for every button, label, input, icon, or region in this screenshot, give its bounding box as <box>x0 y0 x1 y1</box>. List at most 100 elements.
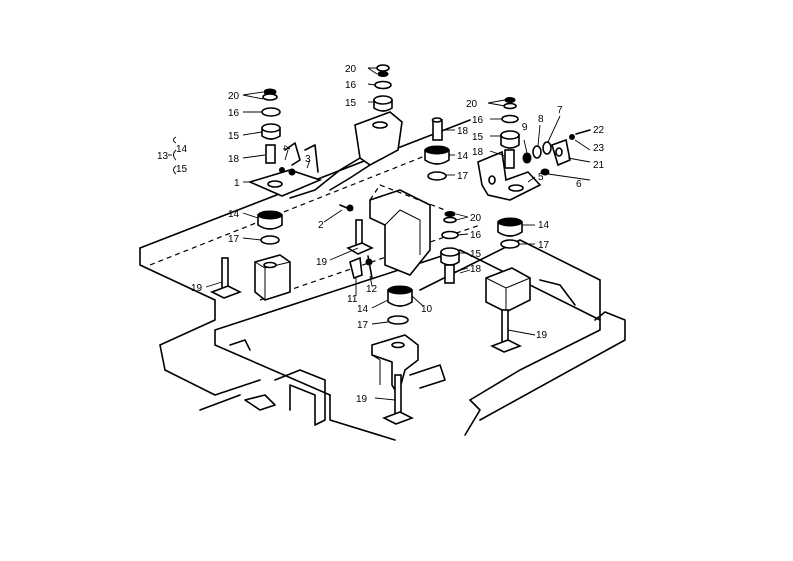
callout-15-center: 15 <box>470 249 482 260</box>
pin-3 <box>304 144 319 173</box>
screw-22 <box>575 129 591 135</box>
mower-deck-frame <box>139 119 626 441</box>
deck-top-edge <box>214 249 601 331</box>
callout-20-center: 20 <box>470 213 482 224</box>
callout-23: 23 <box>593 143 605 154</box>
washer-16-upper <box>374 80 392 90</box>
spacer-18-right <box>504 149 515 169</box>
callout-12: 12 <box>366 284 378 295</box>
callout-18-center: 18 <box>470 264 482 275</box>
mount-block-left <box>254 254 291 301</box>
washer-20-upper <box>376 64 390 72</box>
frame-stub <box>199 394 241 411</box>
callout-21: 21 <box>593 160 605 171</box>
washer-20-right <box>504 97 516 103</box>
upper-bracket-arm <box>289 157 361 199</box>
lower-bracket <box>274 369 326 426</box>
callout-20-upper: 20 <box>345 64 357 75</box>
callout-19-bottom: 19 <box>356 394 368 405</box>
callout-4: 4 <box>280 145 291 151</box>
nut-9 <box>522 152 532 164</box>
callout-3: 3 <box>305 154 311 165</box>
callout-17-left: 17 <box>228 234 240 245</box>
washer-17-center <box>387 315 409 325</box>
washer-17-left <box>260 235 280 245</box>
callout-16-left: 16 <box>228 108 240 119</box>
callout-14-left: 14 <box>228 209 240 220</box>
washer-16-left <box>261 107 281 117</box>
callout-14-right: 14 <box>538 220 550 231</box>
center-bracket-10 <box>369 189 431 276</box>
left-mount-assembly <box>210 88 354 301</box>
bracket-plate-1 <box>247 169 323 197</box>
upper-bracket-body <box>354 111 403 166</box>
callout-17-upper: 17 <box>457 171 469 182</box>
callout-13-15: 15 <box>176 164 188 175</box>
callout-14-upper: 14 <box>457 151 469 162</box>
isolator-14-center <box>387 289 413 307</box>
deck-notch <box>229 339 251 351</box>
callout-10: 10 <box>421 304 433 315</box>
callout-15-left: 15 <box>228 131 240 142</box>
upper-bracket-assembly <box>289 64 450 199</box>
bolt-19-right <box>501 309 509 343</box>
callout-5: 5 <box>538 172 544 183</box>
frame-left-drop <box>159 344 166 371</box>
mount-block-right <box>485 267 531 313</box>
callout-19-center: 19 <box>316 257 328 268</box>
bracket-plate-5 <box>477 150 542 201</box>
right-mount-assembly <box>477 97 591 353</box>
callout-15-right: 15 <box>472 132 484 143</box>
nut-6 <box>540 168 550 176</box>
center-mount-assembly <box>346 184 460 425</box>
washer-7 <box>542 141 552 155</box>
washer-20-center <box>444 211 456 217</box>
right-side-plate <box>479 311 626 421</box>
frame-left-edge <box>139 247 216 301</box>
frame-rail-hidden <box>149 149 441 266</box>
callout-14-center: 14 <box>357 304 369 315</box>
washer-16-center <box>441 230 459 240</box>
washer-8 <box>532 145 542 159</box>
callout-18-right: 18 <box>472 147 484 158</box>
callout-6: 6 <box>576 179 582 190</box>
leader-lines <box>205 67 591 401</box>
callout-17-right: 17 <box>538 240 550 251</box>
callout-22: 22 <box>593 125 605 136</box>
callout-18-upper: 18 <box>457 126 469 137</box>
callout-13: 13 <box>157 151 169 162</box>
right-rail-bend <box>539 279 576 306</box>
callout-16-center: 16 <box>470 230 482 241</box>
callout-9: 9 <box>521 122 529 134</box>
spacer-18-left <box>265 144 276 164</box>
bolt-11 <box>349 256 363 280</box>
callout-7: 7 <box>557 105 563 116</box>
callout-16-upper: 16 <box>345 80 357 91</box>
callout-20-right: 20 <box>466 99 478 110</box>
lower-plate-small <box>409 364 446 389</box>
spacer-18-upper <box>432 119 443 141</box>
callout-8: 8 <box>538 114 544 125</box>
spacer-18-center <box>444 264 455 284</box>
deck-right-corner <box>464 399 481 436</box>
bolt-19-left <box>221 257 229 289</box>
callout-17-center: 17 <box>357 320 369 331</box>
bolt-19-bottom <box>394 374 402 416</box>
bolt-19-center <box>355 219 363 247</box>
callout-20-left: 20 <box>228 91 240 102</box>
washer-17-upper <box>427 171 447 181</box>
nut-23 <box>569 134 575 140</box>
group-bracket-13 <box>173 136 177 175</box>
callout-18-left: 18 <box>228 154 240 165</box>
callout-19-left: 19 <box>191 283 203 294</box>
clip-4 <box>284 142 301 166</box>
deck-front-lower <box>329 394 396 441</box>
callout-1: 1 <box>234 178 240 189</box>
frame-left-lower <box>159 299 216 346</box>
washer-16-right <box>501 114 519 124</box>
callout-16-right: 16 <box>472 115 484 126</box>
lower-tab <box>244 394 276 411</box>
deck-right-face <box>469 279 601 401</box>
